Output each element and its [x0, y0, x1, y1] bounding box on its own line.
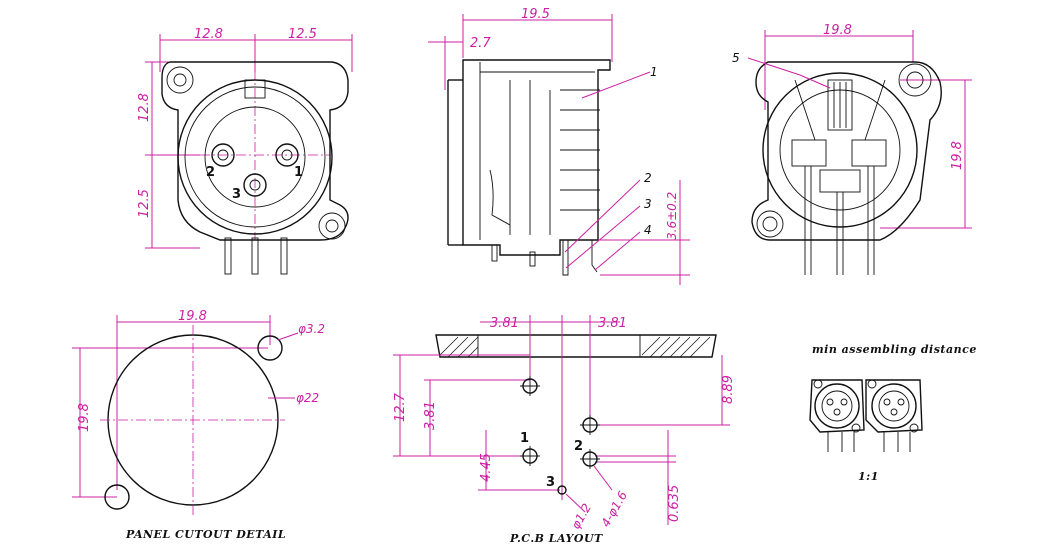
pcb-layout-title: P.C.B LAYOUT	[509, 532, 603, 545]
side-callout-3: 3	[644, 197, 652, 211]
pcb-pin-3-label: 3	[546, 475, 555, 490]
front-pin-1-label: 1	[294, 165, 303, 180]
panel-hole-label: φ3.2	[298, 322, 325, 336]
panel-cutout-title: PANEL CUTOUT DETAIL	[125, 528, 286, 541]
pcb-height-a-label: 12.7	[393, 392, 408, 422]
front-height-bottom-label: 12.5	[137, 189, 152, 218]
pcb-pin-holes-label: 4-φ1.6	[598, 488, 630, 529]
assembly-scale: 1:1	[858, 470, 879, 483]
side-callout-4: 4	[644, 223, 652, 237]
front-pin-2-label: 2	[206, 165, 215, 180]
rear-callout-5: 5	[732, 51, 740, 65]
side-view: 19.5 2.7 3.6±0.2 1 2	[428, 7, 690, 285]
side-depth-label: 19.5	[521, 7, 550, 22]
side-flange-label: 2.7	[470, 36, 491, 51]
pcb-right-offset-label: 3.81	[598, 316, 627, 331]
front-height-top-label: 12.8	[137, 93, 152, 122]
assembly-connector-right	[865, 379, 923, 452]
pcb-height-d-label: 4.45	[479, 453, 494, 482]
front-pin-3-label: 3	[232, 187, 241, 202]
assembly-title: min assembling distance	[812, 343, 977, 356]
rear-height-label: 19.8	[950, 141, 965, 170]
rear-width-label: 19.8	[823, 23, 852, 38]
panel-height-label: 19.8	[77, 403, 92, 432]
pcb-layout: 3.81 3.81 12.7 3.81 4.45 8.89 0.635 1 2 …	[393, 315, 736, 545]
pcb-height-e-label: 0.635	[667, 485, 682, 522]
side-pin-length-label: 3.6±0.2	[665, 192, 679, 240]
pcb-height-c-label: 8.89	[721, 375, 736, 404]
pcb-pin-2-label: 2	[574, 439, 583, 454]
front-width-right-label: 12.5	[288, 27, 317, 42]
panel-width-label: 19.8	[178, 309, 207, 324]
pcb-pin-1-label: 1	[520, 431, 529, 446]
assembly-connector-left	[809, 379, 865, 452]
pcb-small-hole-label: φ1.2	[568, 501, 594, 531]
panel-cutout: 19.8 19.8 φ3.2 φ22 PANEL CUTOUT DETAIL	[72, 309, 325, 541]
front-view: 12.8 12.5 12.8 12.5 2 1 3	[137, 27, 353, 275]
panel-cutout-label: φ22	[296, 391, 319, 405]
pcb-height-b-label: 3.81	[423, 401, 438, 430]
side-callout-2: 2	[644, 171, 652, 185]
assembly-detail: min assembling distance 1:1	[809, 343, 977, 483]
pcb-left-offset-label: 3.81	[490, 316, 519, 331]
side-callout-1: 1	[650, 65, 658, 79]
front-width-left-label: 12.8	[194, 27, 223, 42]
rear-view: 19.8 19.8 5	[732, 23, 972, 275]
